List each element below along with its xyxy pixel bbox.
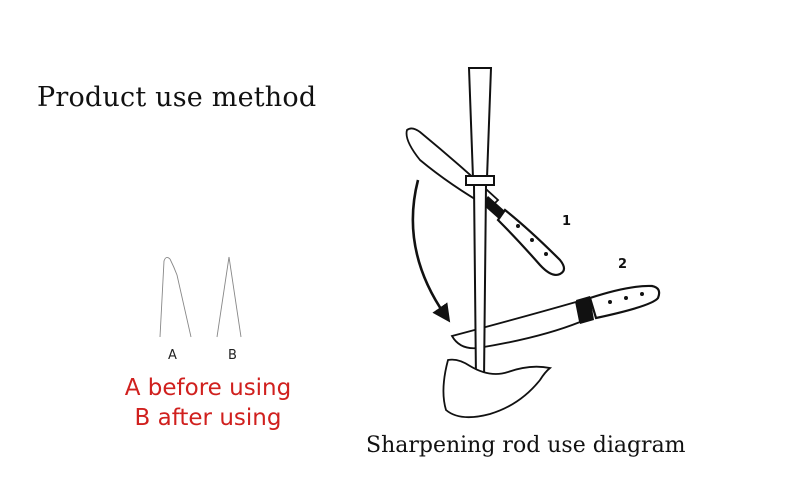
rod-base-icon — [442, 358, 553, 419]
page-title: Product use method — [37, 82, 317, 113]
sharpening-diagram — [405, 67, 661, 419]
motion-arrow-icon — [411, 179, 451, 323]
before-using-text: A before using — [124, 375, 292, 401]
blade-edge-comparison — [159, 256, 242, 338]
step-2-label: 2 — [618, 257, 628, 272]
label-b: B — [228, 348, 237, 363]
sharpening-rod-icon — [465, 67, 495, 381]
blade-edge-b-icon — [216, 256, 242, 338]
diagram-caption: Sharpening rod use diagram — [366, 433, 686, 458]
blade-edge-a-icon — [159, 256, 192, 338]
after-using-text: B after using — [134, 405, 282, 431]
step-1-label: 1 — [562, 214, 572, 229]
label-a: A — [168, 348, 177, 363]
